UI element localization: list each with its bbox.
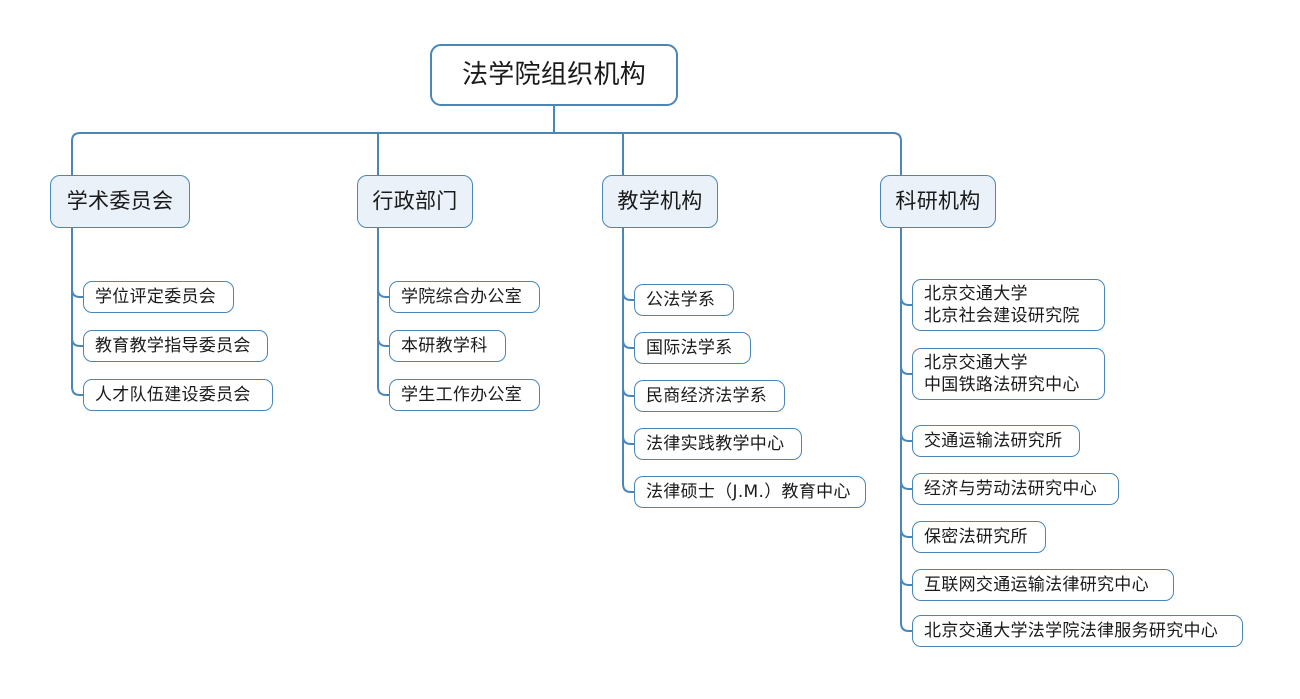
child-elbow-research-institutions-6: [900, 622, 913, 632]
leaf-node-teaching-organizations-1[interactable]: 国际法学系: [634, 332, 751, 364]
branch-node-administrative-departments-label: 行政部门: [372, 188, 458, 213]
branch-node-teaching-organizations[interactable]: 教学机构: [602, 175, 718, 228]
branch-node-teaching-organizations-label: 教学机构: [617, 188, 703, 213]
child-elbow-administrative-departments-2: [377, 386, 390, 396]
leaf-node-research-institutions-1[interactable]: 北京交通大学 中国铁路法研究中心: [912, 348, 1105, 400]
branch-node-academic-committee-label: 学术委员会: [66, 188, 174, 213]
leaf-node-research-institutions-5[interactable]: 互联网交通运输法律研究中心: [912, 569, 1174, 601]
leaf-node-research-institutions-1-label: 北京交通大学 中国铁路法研究中心: [924, 352, 1080, 395]
child-elbow-research-institutions-5: [900, 576, 913, 586]
leaf-node-academic-committee-2[interactable]: 人才队伍建设委员会: [83, 379, 273, 411]
branch-node-research-institutions[interactable]: 科研机构: [880, 175, 996, 228]
leaf-node-teaching-organizations-0-label: 公法学系: [646, 289, 716, 310]
child-elbow-teaching-organizations-3: [622, 435, 635, 445]
child-elbow-academic-committee-0: [71, 288, 84, 298]
leaf-node-teaching-organizations-4-label: 法律硕士（J.M.）教育中心: [646, 481, 851, 502]
leaf-node-research-institutions-5-label: 互联网交通运输法律研究中心: [924, 574, 1149, 595]
leaf-node-academic-committee-1-label: 教育教学指导委员会: [95, 335, 251, 356]
leaf-node-teaching-organizations-0[interactable]: 公法学系: [634, 284, 734, 316]
leaf-node-research-institutions-4-label: 保密法研究所: [924, 526, 1028, 547]
root-node[interactable]: 法学院组织机构: [430, 44, 678, 106]
leaf-node-research-institutions-4[interactable]: 保密法研究所: [912, 521, 1046, 553]
leaf-node-academic-committee-0-label: 学位评定委员会: [95, 286, 217, 307]
leaf-node-administrative-departments-2-label: 学生工作办公室: [401, 384, 523, 405]
leaf-node-academic-committee-1[interactable]: 教育教学指导委员会: [83, 330, 268, 362]
leaf-node-administrative-departments-1[interactable]: 本研教学科: [389, 330, 506, 362]
leaf-node-administrative-departments-0[interactable]: 学院综合办公室: [389, 281, 540, 313]
child-elbow-research-institutions-0: [900, 296, 913, 306]
child-elbow-research-institutions-2: [900, 432, 913, 442]
leaf-node-research-institutions-3[interactable]: 经济与劳动法研究中心: [912, 473, 1119, 505]
branch-node-research-institutions-label: 科研机构: [895, 188, 981, 213]
leaf-node-research-institutions-3-label: 经济与劳动法研究中心: [924, 478, 1097, 499]
leaf-node-research-institutions-0[interactable]: 北京交通大学 北京社会建设研究院: [912, 279, 1105, 331]
leaf-node-teaching-organizations-3-label: 法律实践教学中心: [646, 433, 785, 454]
leaf-node-teaching-organizations-2[interactable]: 民商经济法学系: [634, 380, 785, 412]
leaf-node-research-institutions-0-label: 北京交通大学 北京社会建设研究院: [924, 283, 1080, 326]
child-elbow-research-institutions-4: [900, 528, 913, 538]
child-elbow-administrative-departments-1: [377, 337, 390, 347]
branch-node-administrative-departments[interactable]: 行政部门: [357, 175, 473, 228]
child-elbow-research-institutions-1: [900, 365, 913, 375]
leaf-node-academic-committee-0[interactable]: 学位评定委员会: [83, 281, 234, 313]
leaf-node-administrative-departments-0-label: 学院综合办公室: [401, 286, 523, 307]
child-elbow-academic-committee-2: [71, 386, 84, 396]
child-elbow-teaching-organizations-0: [622, 291, 635, 301]
leaf-node-research-institutions-2[interactable]: 交通运输法研究所: [912, 425, 1080, 457]
child-elbow-administrative-departments-0: [377, 288, 390, 298]
bus-segment-left: [71, 132, 555, 176]
branch-node-academic-committee[interactable]: 学术委员会: [50, 175, 190, 228]
child-elbow-teaching-organizations-1: [622, 339, 635, 349]
bus-segment-right: [553, 132, 902, 176]
leaf-node-teaching-organizations-3[interactable]: 法律实践教学中心: [634, 428, 802, 460]
leaf-node-research-institutions-6-label: 北京交通大学法学院法律服务研究中心: [924, 620, 1219, 641]
child-elbow-teaching-organizations-4: [622, 483, 635, 493]
leaf-node-teaching-organizations-1-label: 国际法学系: [646, 337, 733, 358]
child-elbow-research-institutions-3: [900, 480, 913, 490]
leaf-node-teaching-organizations-2-label: 民商经济法学系: [646, 385, 768, 406]
leaf-node-administrative-departments-1-label: 本研教学科: [401, 335, 488, 356]
leaf-node-academic-committee-2-label: 人才队伍建设委员会: [95, 384, 251, 405]
leaf-node-research-institutions-2-label: 交通运输法研究所: [924, 430, 1063, 451]
leaf-node-teaching-organizations-4[interactable]: 法律硕士（J.M.）教育中心: [634, 476, 866, 508]
leaf-node-administrative-departments-2[interactable]: 学生工作办公室: [389, 379, 540, 411]
leaf-node-research-institutions-6[interactable]: 北京交通大学法学院法律服务研究中心: [912, 615, 1243, 647]
child-elbow-academic-committee-1: [71, 337, 84, 347]
root-node-label: 法学院组织机构: [461, 59, 647, 90]
child-elbow-teaching-organizations-2: [622, 387, 635, 397]
